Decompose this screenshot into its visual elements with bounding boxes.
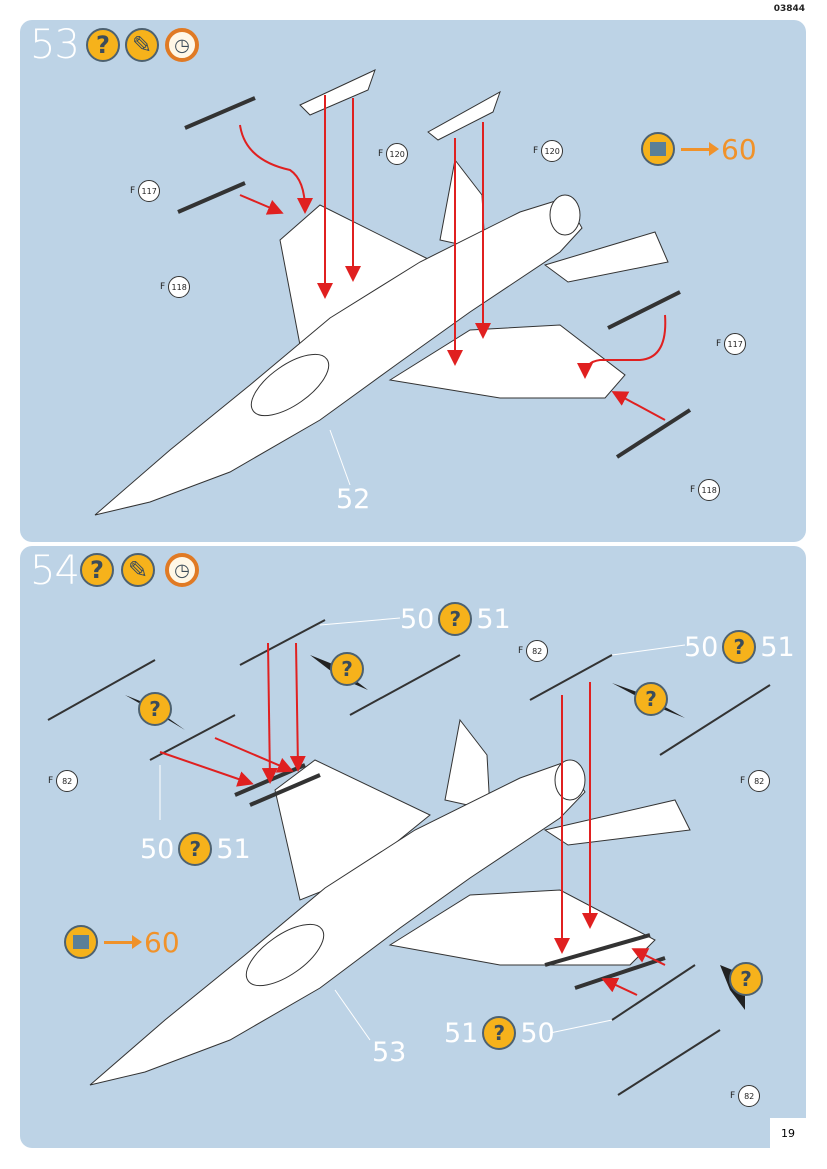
book-icon — [64, 925, 98, 959]
paint-icon: ✎ — [125, 28, 159, 62]
help-icon: ? — [80, 553, 114, 587]
step-number: 53 — [30, 22, 80, 68]
goto-step: 60 — [641, 132, 757, 166]
subassembly-ref: 53 — [372, 1037, 407, 1068]
aircraft-step-53 — [94, 158, 669, 516]
arrow-icon — [104, 934, 142, 949]
clock-icon: ◷ — [165, 28, 199, 62]
help-icon: ? — [138, 692, 172, 726]
help-icon: ? — [86, 28, 120, 62]
goto-step: 60 — [64, 925, 180, 959]
book-icon — [641, 132, 675, 166]
subassembly-ref: 51?50 — [444, 1016, 555, 1050]
help-icon: ? — [330, 652, 364, 686]
subassembly-ref: 50?51 — [400, 602, 511, 636]
help-icon: ? — [634, 682, 668, 716]
subassembly-ref: 52 — [336, 484, 371, 515]
leader-lines — [159, 429, 686, 1041]
aircraft-step-54 — [89, 718, 691, 1086]
subassembly-ref: 50?51 — [684, 630, 795, 664]
assembly-arrows — [159, 95, 667, 996]
page-number: 19 — [770, 1118, 806, 1148]
kit-code: 03844 — [773, 4, 805, 14]
clock-icon: ◷ — [165, 553, 199, 587]
arrow-icon — [681, 141, 719, 156]
help-icon: ? — [729, 962, 763, 996]
subassembly-ref: 50?51 — [140, 832, 251, 866]
step-number: 54 — [30, 548, 80, 594]
paint-icon: ✎ — [121, 553, 155, 587]
